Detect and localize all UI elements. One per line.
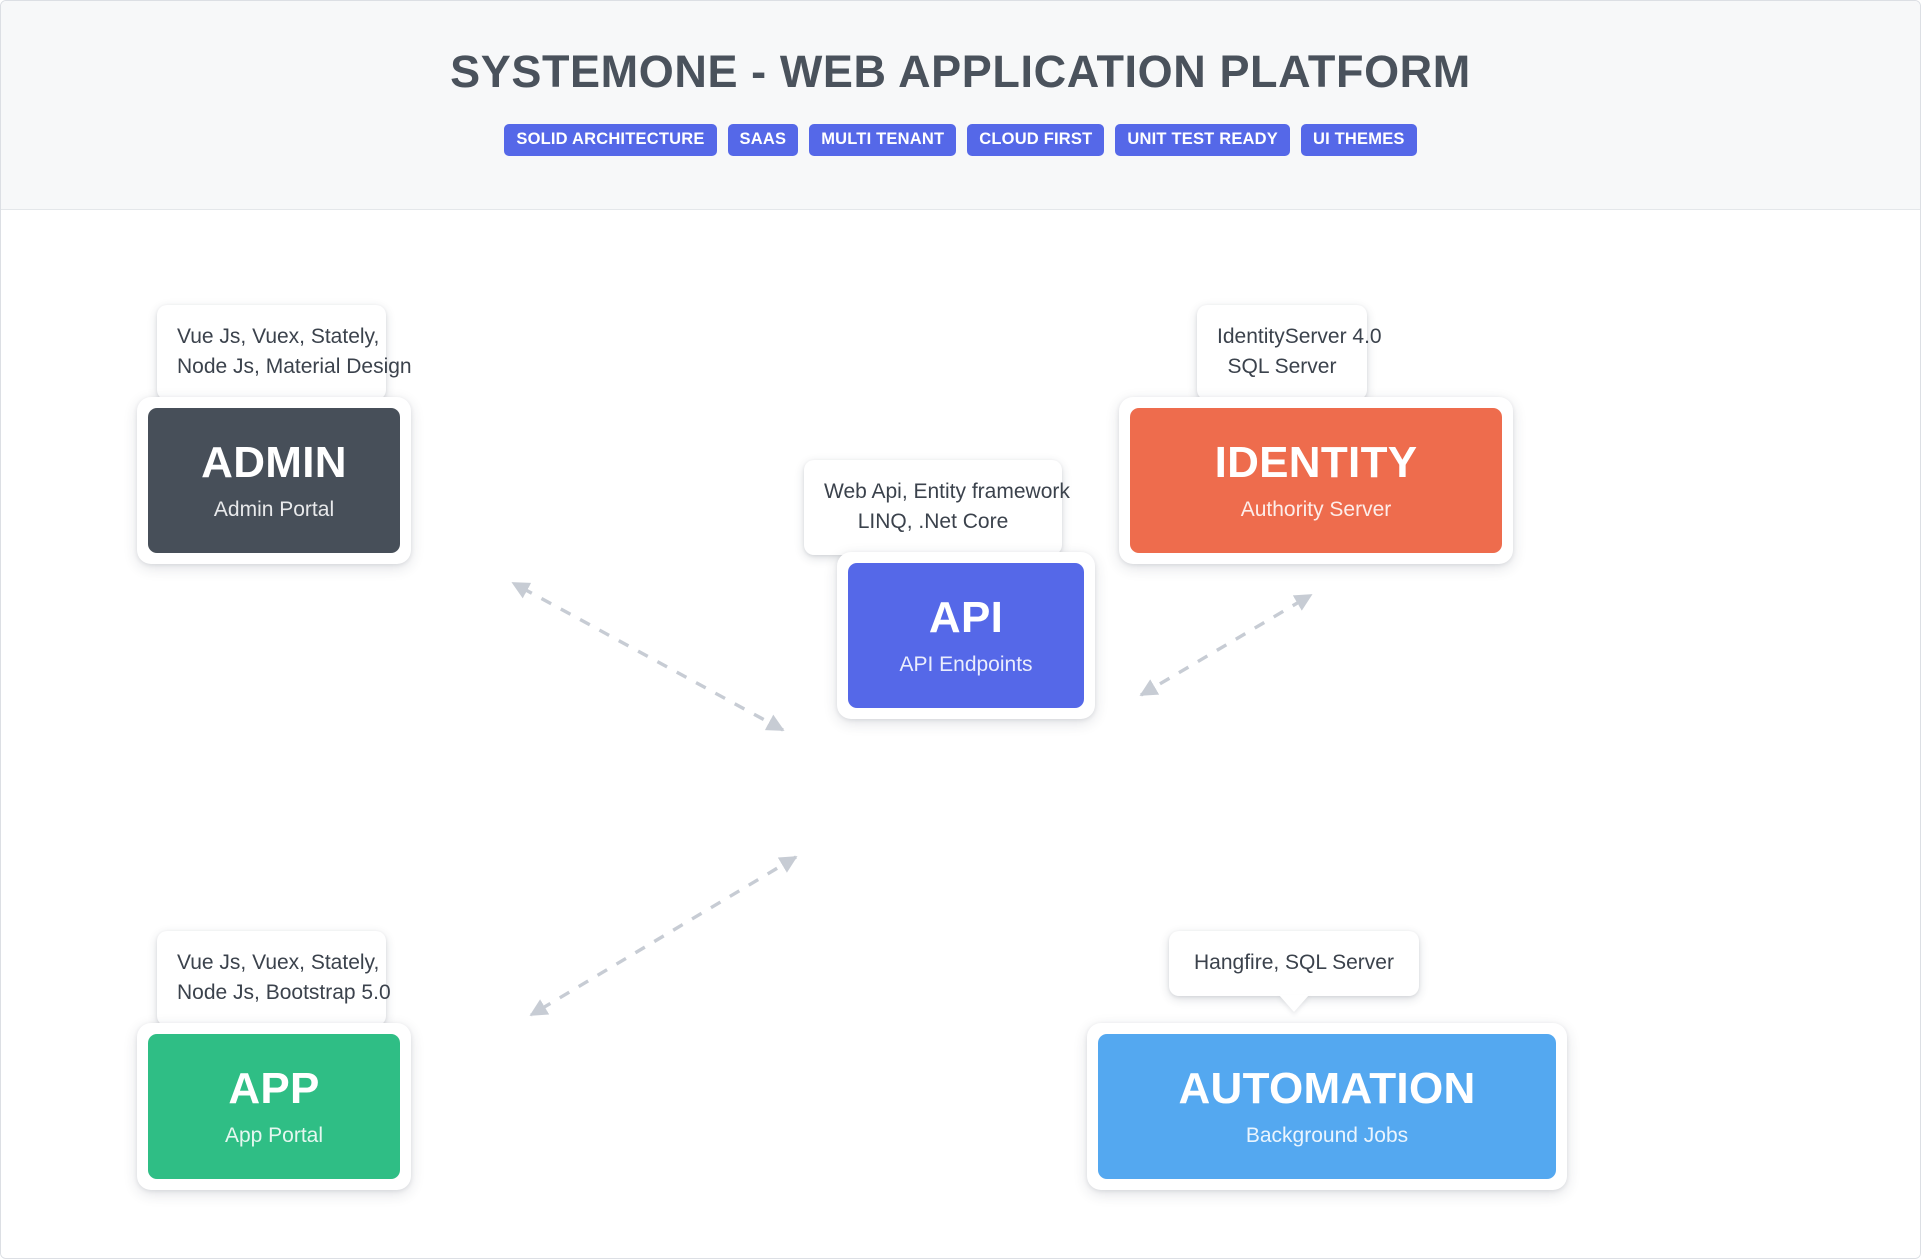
badge-unit-test-ready[interactable]: UNIT TEST READY (1115, 124, 1290, 156)
card-api-title: API (928, 593, 1004, 642)
tooltip-api: Web Api, Entity framework LINQ, .Net Cor… (804, 460, 1070, 555)
connector-api-admin (511, 581, 785, 732)
tooltip-identity-line2: SQL Server (1227, 354, 1337, 378)
card-frame-admin[interactable]: ADMIN Admin Portal (137, 397, 411, 564)
card-frame-api[interactable]: API API Endpoints (837, 552, 1095, 719)
badge-ui-themes[interactable]: UI THEMES (1300, 124, 1417, 156)
card-frame-app[interactable]: APP App Portal (137, 1023, 411, 1190)
node-automation[interactable]: Hangfire, SQL Server AUTOMATION Backgrou… (1087, 910, 1567, 1200)
tooltip-identity: IdentityServer 4.0 SQL Server (1197, 305, 1382, 400)
tooltip-api-line2: LINQ, .Net Core (857, 509, 1009, 533)
card-app-title: APP (228, 1064, 320, 1113)
card-frame-automation[interactable]: AUTOMATION Background Jobs (1087, 1023, 1567, 1190)
tooltip-app-line1: Vue Js, Vuex, Stately, (177, 951, 380, 974)
card-automation[interactable]: AUTOMATION Background Jobs (1098, 1034, 1556, 1179)
tooltip-api-line1: Web Api, Entity framework (824, 480, 1070, 503)
badge-multi-tenant[interactable]: MULTI TENANT (809, 124, 957, 156)
card-automation-title: AUTOMATION (1178, 1064, 1476, 1113)
tooltip-identity-line1: IdentityServer 4.0 (1217, 325, 1382, 348)
node-identity[interactable]: IdentityServer 4.0 SQL Server IDENTITY A… (1119, 284, 1513, 574)
badge-row: SOLID ARCHITECTURE SAAS MULTI TENANT CLO… (504, 124, 1417, 156)
badge-solid-architecture[interactable]: SOLID ARCHITECTURE (504, 124, 717, 156)
page-title: SYSTEMONE - WEB APPLICATION PLATFORM (450, 46, 1471, 97)
card-admin[interactable]: ADMIN Admin Portal (148, 408, 400, 553)
card-admin-title: ADMIN (201, 438, 347, 487)
tooltip-admin-line2: Node Js, Material Design (177, 354, 412, 378)
card-app-subtitle: App Portal (224, 1124, 324, 1147)
badge-saas[interactable]: SAAS (727, 124, 799, 156)
card-frame-identity[interactable]: IDENTITY Authority Server (1119, 397, 1513, 564)
node-admin[interactable]: Vue Js, Vuex, Stately, Node Js, Material… (137, 284, 412, 574)
node-app[interactable]: Vue Js, Vuex, Stately, Node Js, Bootstra… (137, 910, 411, 1200)
card-api-subtitle: API Endpoints (899, 653, 1033, 676)
tooltip-automation: Hangfire, SQL Server (1169, 931, 1419, 996)
badge-cloud-first[interactable]: CLOUD FIRST (967, 124, 1105, 156)
tooltip-admin: Vue Js, Vuex, Stately, Node Js, Material… (157, 305, 412, 400)
card-identity[interactable]: IDENTITY Authority Server (1130, 408, 1502, 553)
card-automation-subtitle: Background Jobs (1245, 1124, 1409, 1147)
connector-api-identity (1139, 593, 1313, 697)
card-identity-title: IDENTITY (1214, 438, 1418, 487)
tooltip-app-line2: Node Js, Bootstrap 5.0 (177, 980, 391, 1004)
tooltip-automation-line1: Hangfire, SQL Server (1194, 951, 1394, 974)
diagram-canvas: Vue Js, Vuex, Stately, Node Js, Material… (1, 210, 1920, 1258)
card-identity-subtitle: Authority Server (1240, 498, 1392, 521)
card-admin-subtitle: Admin Portal (213, 498, 335, 521)
tooltip-admin-line1: Vue Js, Vuex, Stately, (177, 325, 380, 348)
tooltip-app: Vue Js, Vuex, Stately, Node Js, Bootstra… (157, 931, 391, 1026)
connector-api-app (529, 855, 798, 1017)
node-api[interactable]: Web Api, Entity framework LINQ, .Net Cor… (804, 439, 1128, 729)
card-api[interactable]: API API Endpoints (848, 563, 1084, 708)
page-header: SYSTEMONE - WEB APPLICATION PLATFORM SOL… (1, 1, 1920, 210)
card-app[interactable]: APP App Portal (148, 1034, 400, 1179)
